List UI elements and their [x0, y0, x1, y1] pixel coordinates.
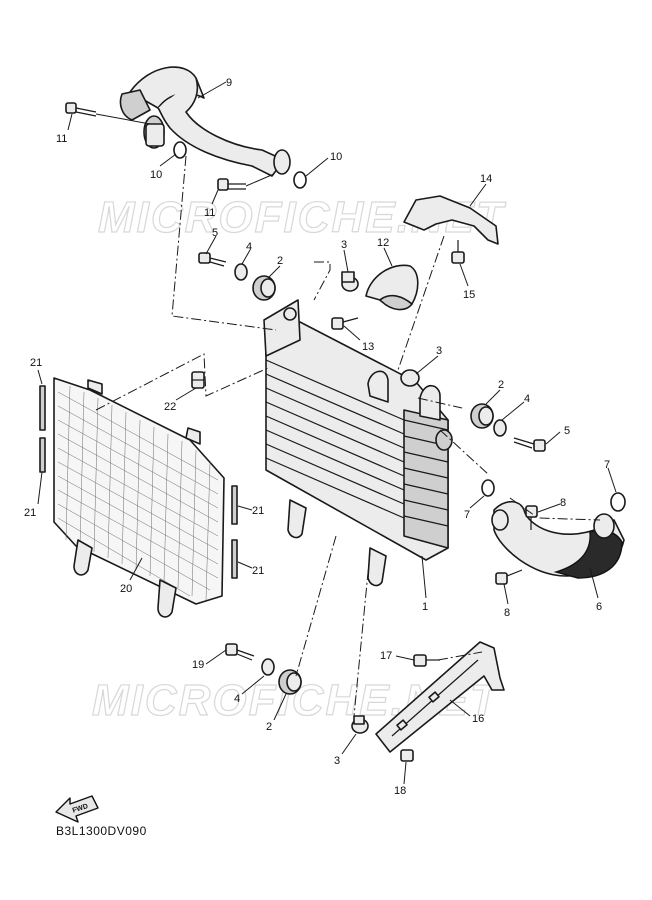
callout-3: 3 — [341, 239, 347, 251]
callout-7: 7 — [604, 459, 610, 471]
part-11-bolt-mid — [217, 178, 246, 191]
callout-13: 13 — [362, 341, 374, 353]
callout-15: 15 — [463, 289, 475, 301]
callout-2: 2 — [266, 721, 272, 733]
callout-2: 2 — [277, 255, 283, 267]
callout-20: 20 — [120, 583, 132, 595]
callout-11: 11 — [56, 133, 67, 145]
callout-18: 18 — [394, 785, 406, 797]
part-17-bolt — [413, 654, 440, 667]
part-21-strip-b — [39, 437, 46, 473]
part-3-collar-lower — [351, 715, 369, 734]
part-10-oring-b — [293, 171, 307, 189]
part-16-bracket — [375, 641, 505, 753]
callout-10: 10 — [330, 151, 342, 163]
part-13-bolt — [331, 317, 359, 330]
callout-16: 16 — [472, 713, 484, 725]
callout-21: 21 — [252, 565, 264, 577]
part-4-washer-upper-left — [234, 263, 248, 281]
callout-4: 4 — [524, 393, 530, 405]
callout-14: 14 — [480, 173, 492, 185]
diagram-code: B3L1300DV090 — [56, 824, 147, 838]
part-11-bolt-upper — [65, 102, 97, 117]
part-20-radiator-grille — [53, 377, 225, 618]
callout-labels: 9 11 10 10 11 5 4 2 3 12 14 15 13 3 21 2… — [24, 77, 610, 797]
part-3-collar-upper-left — [341, 271, 359, 292]
part-1-oil-cooler — [263, 299, 453, 587]
callout-21: 21 — [30, 357, 42, 369]
part-19-bolt — [225, 643, 255, 661]
part-3-collar-right — [400, 369, 420, 387]
callout-5: 5 — [564, 425, 570, 437]
leader-lines — [37, 81, 617, 785]
part-5-bolt-right — [513, 437, 546, 452]
part-8-bolt-lower — [495, 569, 523, 585]
part-2-grommet-lower — [278, 669, 302, 695]
part-10-oring-a — [173, 141, 187, 159]
fwd-label: FWD — [72, 803, 89, 815]
callout-8: 8 — [504, 607, 510, 619]
callout-4: 4 — [246, 241, 252, 253]
part-22-clip — [191, 371, 205, 389]
callout-21: 21 — [24, 507, 36, 519]
callout-4: 4 — [234, 693, 240, 705]
callout-3: 3 — [436, 345, 442, 357]
callout-6: 6 — [596, 601, 602, 613]
callout-7: 7 — [464, 509, 470, 521]
part-18-nut — [400, 749, 414, 762]
part-8-bolt-upper — [525, 505, 538, 530]
part-15-bolt — [451, 240, 465, 264]
callout-3: 3 — [334, 755, 340, 767]
part-5-bolt-upper-left — [198, 252, 227, 267]
callout-12: 12 — [377, 237, 389, 249]
callout-9: 9 — [226, 77, 232, 89]
part-21-strip-d — [231, 539, 238, 579]
callout-8: 8 — [560, 497, 566, 509]
part-7-oring-right — [610, 492, 626, 512]
part-9-upper-hose — [119, 66, 291, 177]
part-2-grommet-upper-left — [252, 275, 276, 301]
callout-2: 2 — [498, 379, 504, 391]
callout-17: 17 — [380, 650, 392, 662]
callout-1: 1 — [422, 601, 428, 613]
part-4-washer-lower — [261, 658, 275, 676]
callout-21: 21 — [252, 505, 264, 517]
callout-19: 19 — [192, 659, 204, 671]
part-6-lower-hose — [491, 500, 625, 579]
part-21-strip-c — [231, 485, 238, 525]
callout-5: 5 — [212, 227, 218, 239]
callout-11: 11 — [204, 207, 215, 219]
part-21-strip-a — [39, 385, 46, 431]
callout-10: 10 — [150, 169, 162, 181]
part-2-grommet-right — [470, 403, 494, 429]
part-4-washer-right — [493, 419, 507, 437]
part-7-oring-left — [481, 479, 495, 497]
fwd-arrow-icon: FWD — [55, 795, 99, 823]
callout-22: 22 — [164, 401, 176, 413]
part-14-bracket — [403, 195, 499, 245]
